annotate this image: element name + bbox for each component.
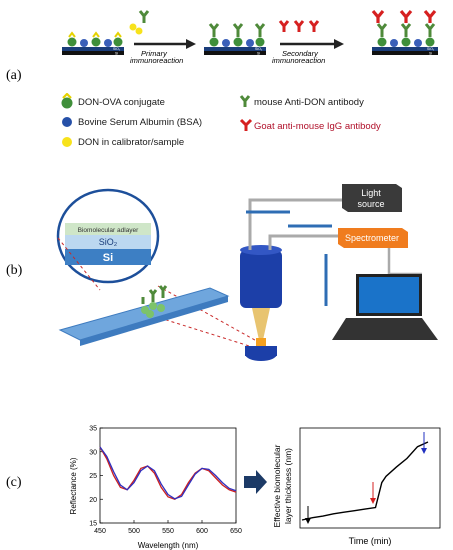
bsa-icon [62,117,72,127]
light-source-box [342,184,402,212]
light-path-connector-2 [159,317,263,351]
left-xtick-label: 550 [162,528,174,535]
thickness-series [301,441,429,521]
chip-3-sio2-label: SiO₂ [427,47,435,51]
chip-1 [62,31,124,55]
probe-top [240,245,282,255]
right-ylabel-line1: Effective biomolecular [272,444,282,527]
secondary-antibodies [278,20,320,32]
arrow-1-head [186,39,196,49]
chip-2-sio2-label: SiO₂ [255,47,263,51]
left-xlabel: Wavelength (nm) [138,541,199,550]
legend-goat-antibody: Goat anti-mouse IgG antibody [254,121,381,132]
step1-label-line1: Primary [141,49,168,58]
chip-2 [204,23,266,55]
inset-connector [57,237,101,291]
left-ytick-label: 35 [89,426,97,433]
left-ytick-label: 30 [89,449,97,456]
right-xlabel: Time (min) [349,536,392,546]
chip-2-si-label: Si [257,52,260,56]
don-sample-icon [62,137,72,147]
light-source-label-line2: source [357,199,384,209]
spectrometer-label: Spectrometer [345,233,399,243]
left-xtick-label: 650 [230,528,242,535]
probe-body [240,250,282,308]
panel-label-b: (b) [6,263,23,278]
chart-transition-arrow [244,470,267,494]
light-path-connector-1 [157,285,263,345]
chip-3 [371,9,438,55]
inset-sio2-label: SiO₂ [99,237,118,247]
left-ytick-label: 25 [89,473,97,480]
chip-1-sio2-label: SiO₂ [113,47,121,51]
left-xtick-label: 450 [94,528,106,535]
legend-don-sample: DON in calibrator/sample [78,137,185,148]
event-arrows [305,432,427,524]
step2-label-line2: immunoreaction [272,56,325,64]
right-ylabel-line2: layer thickness (nm) [283,448,293,524]
reflectance-series-red [99,446,237,500]
chip-biomolecules [141,285,168,318]
chip-slide [58,287,230,341]
left-ytick-label: 15 [89,521,97,528]
left-xtick-label: 600 [196,528,208,535]
immunoassay-steps-diagram: SiO₂ Si Primary immunoreaction SiO₂ Si S… [62,9,438,64]
don-ova-icon [61,93,73,109]
reflectance-chart: Reflectance (%) 35 30 25 20 15 450 500 550 600 6… [69,426,242,550]
step1-label-line2: immunoreaction [130,56,183,64]
panel-label-c: (c) [6,475,22,490]
setup-diagram: Biomolecular adlayer SiO₂ Si Light sourc… [56,184,438,361]
legend-bsa: Bovine Serum Albumin (BSA) [78,117,203,128]
chip-slide-edge [80,296,228,346]
sample-molecules [129,10,150,35]
left-xtick-label: 500 [128,528,140,535]
inset-layers [65,223,151,265]
arrow-2-head [334,39,344,49]
legend-don-ova: DON-OVA conjugate [78,97,165,108]
legend-mouse-antibody: mouse Anti-DON antibody [254,97,364,108]
light-source-label-line1: Light [361,188,381,198]
chip-1-si-label: Si [115,52,118,56]
inset-adlayer-label: Biomolecular adlayer [78,227,140,234]
fiber-spectrometer [268,234,342,250]
step2-label-line1: Secondary [282,49,319,58]
light-cone [252,308,270,340]
chip-3-si-label: Si [429,52,432,56]
mouse-antibody-icon [239,95,251,107]
right-plot-frame [299,427,441,529]
reflectance-series-blue [99,446,237,500]
fiber-light [248,198,342,250]
left-ylabel: Reflectance (%) [69,457,78,514]
goat-antibody-icon [239,118,253,131]
panel-label-a: (a) [6,68,22,83]
thickness-chart: Effective biomolecular layer thickness (… [272,427,441,546]
laptop-keyboard [332,318,438,340]
left-ytick-label: 20 [89,497,97,504]
laptop-screen [359,277,419,313]
sample-spot [256,338,266,346]
spectrometer-box [338,228,408,248]
stage-body [245,346,277,356]
inset-si-label: Si [103,252,113,264]
cable-laptop [387,248,422,276]
